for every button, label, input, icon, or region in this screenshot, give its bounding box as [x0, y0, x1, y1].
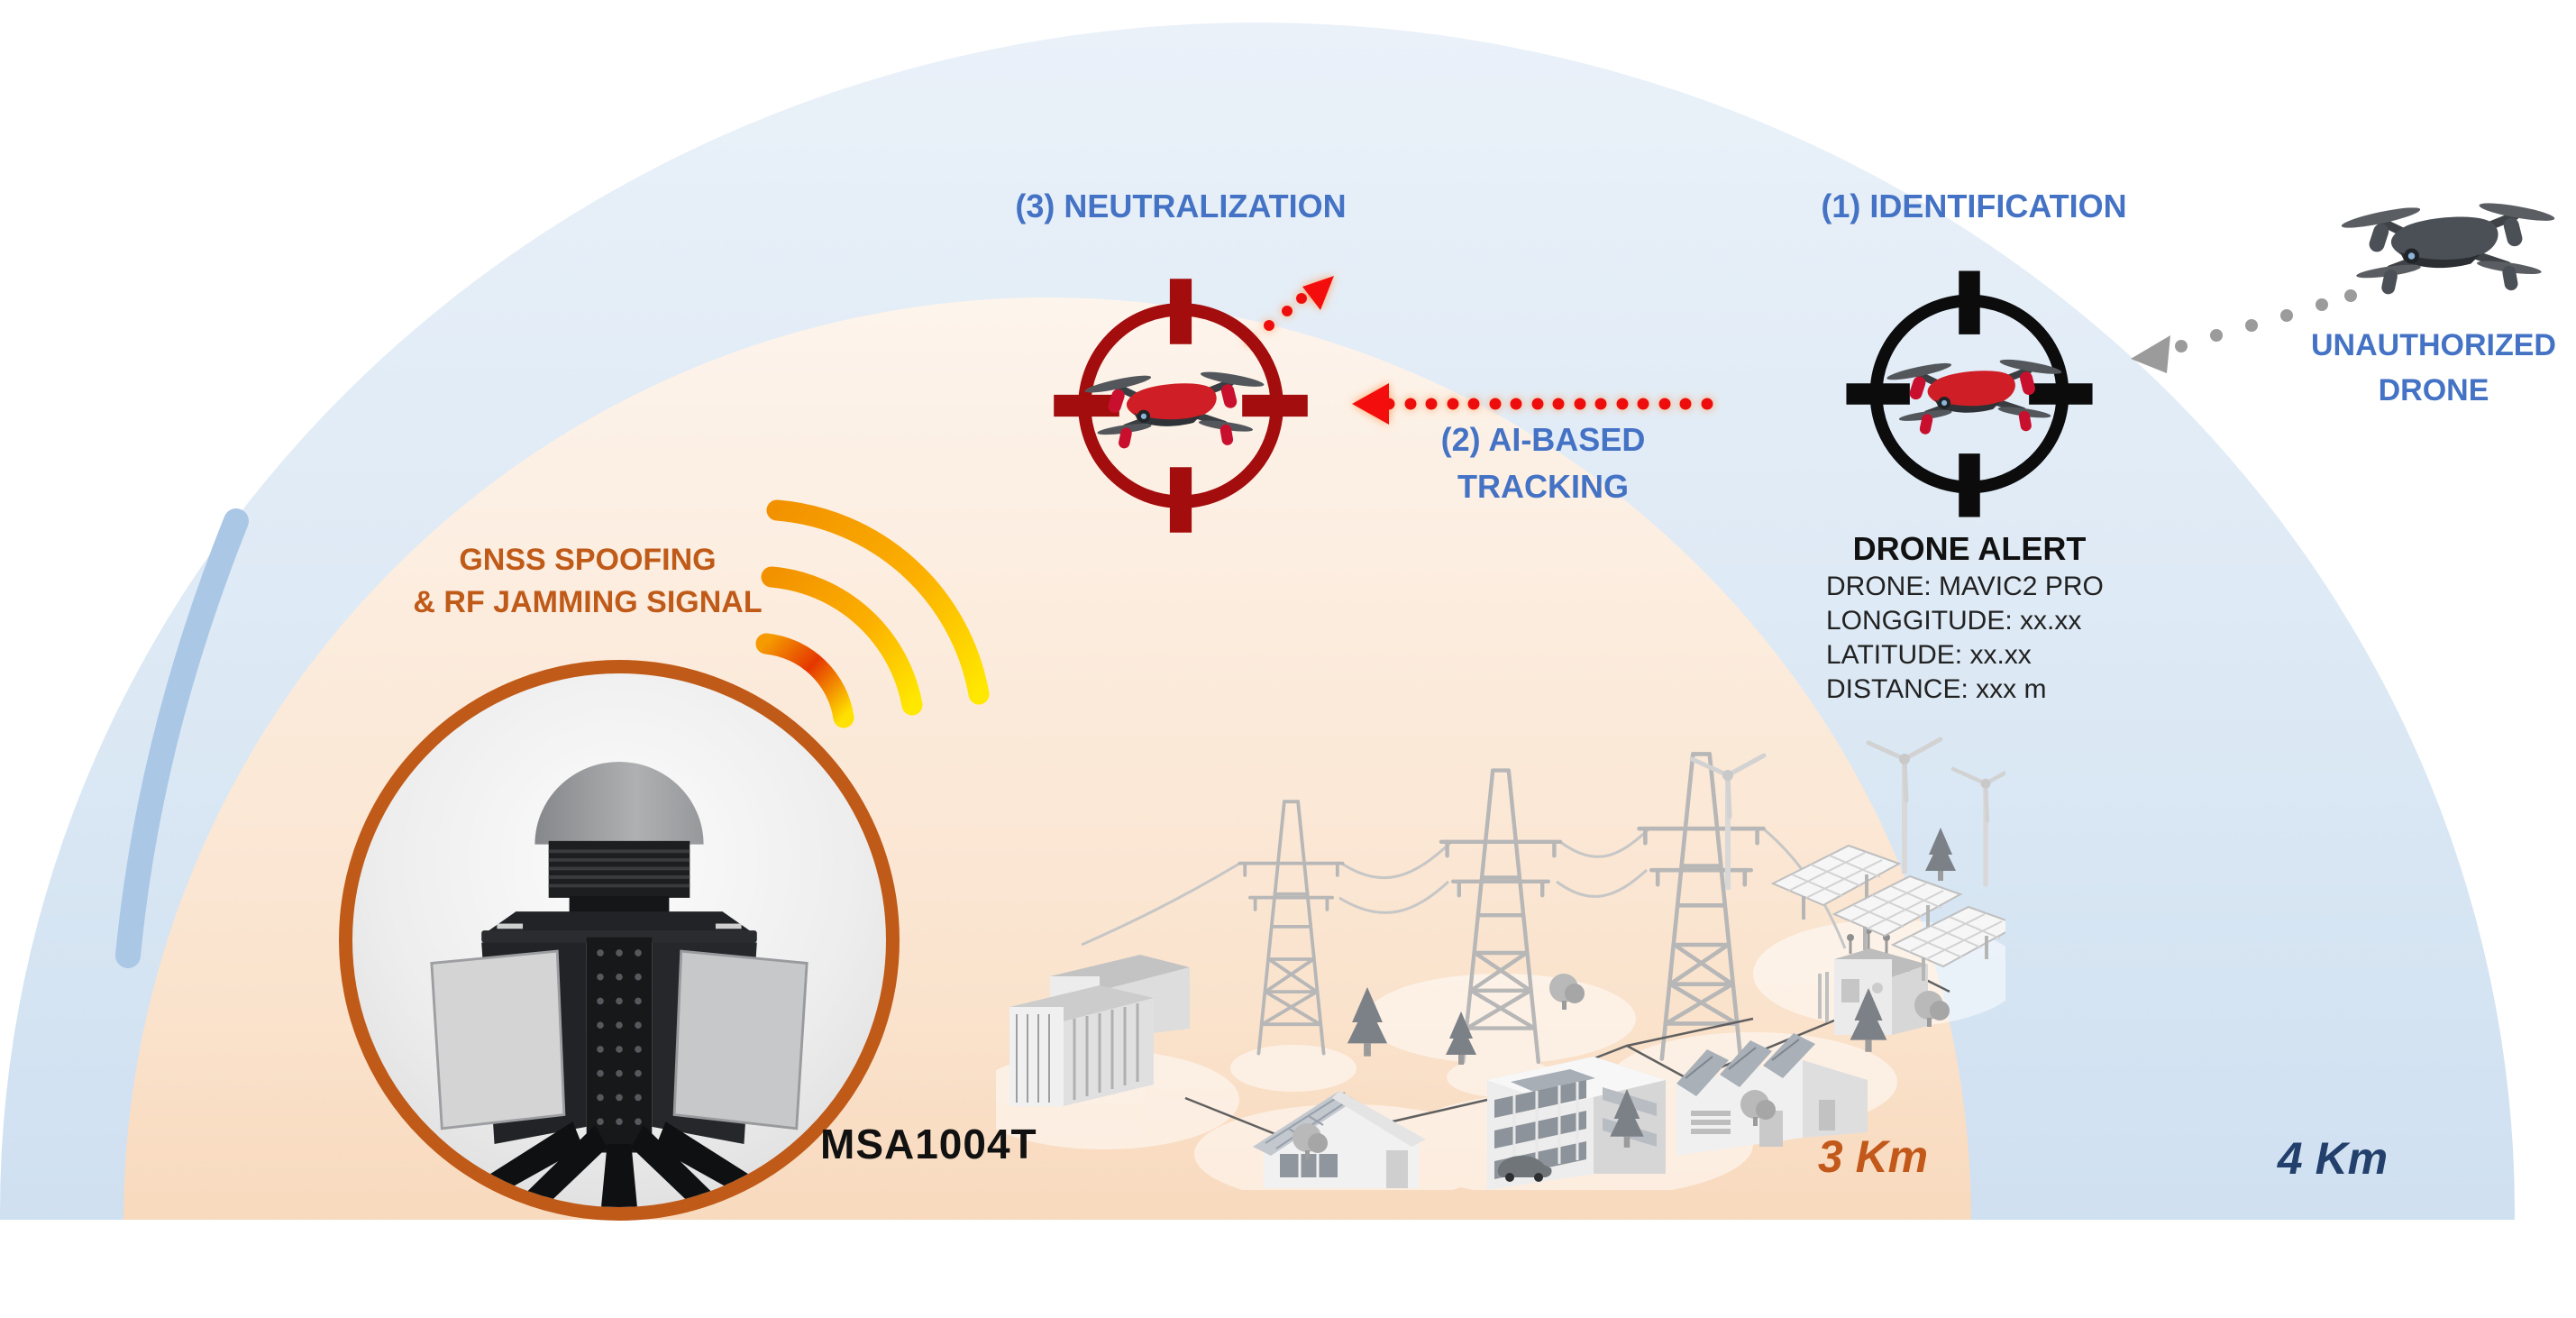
alert-line-distance: DISTANCE: xxx m	[1826, 674, 2047, 704]
alert-line-latitude: LATITUDE: xx.xx	[1826, 640, 2032, 670]
alert-line-drone: DRONE: MAVIC2 PRO	[1826, 572, 2104, 601]
drone-alert-details: DRONE: MAVIC2 PRO LONGGITUDE: xx.xx LATI…	[1826, 570, 2104, 707]
rf-signal-waves-icon	[755, 499, 990, 728]
device-model-label: MSA1004T	[820, 1121, 1037, 1167]
battery-storage-icon	[1009, 955, 1190, 1106]
tracking-arrow	[1352, 383, 1713, 425]
outer-range-label-4km: 4 Km	[2277, 1133, 2389, 1184]
radar-circle	[339, 660, 900, 1221]
arrowhead-icon	[2131, 335, 2170, 373]
arrowhead-icon	[1302, 276, 1334, 310]
unauthorized-drone-label: UNAUTHORIZED DRONE	[2311, 328, 2556, 407]
house-icon	[1253, 1091, 1426, 1188]
unauthorized-drone-icon	[2341, 199, 2556, 295]
jamming-signal-label-line2: & RF JAMMING SIGNAL	[413, 585, 763, 619]
jamming-signal-label: GNSS SPOOFING & RF JAMMING SIGNAL	[413, 539, 762, 624]
jamming-signal-label-line1: GNSS SPOOFING	[459, 543, 717, 577]
power-lines	[1081, 827, 1847, 949]
arrowhead-icon	[1352, 383, 1389, 425]
drone-alert-title: DRONE ALERT	[1852, 530, 2087, 567]
target-drone-icon	[1084, 369, 1265, 449]
step-2-tracking-label: (2) AI-BASED TRACKING	[1440, 421, 1646, 505]
range-highlight-arc	[115, 508, 249, 968]
approach-arrow	[2131, 289, 2357, 373]
radar-jammer-unit-icon	[430, 762, 808, 1207]
step-1-identification-label: (1) IDENTIFICATION	[1821, 188, 2127, 224]
alert-line-longitude: LONGGITUDE: xx.xx	[1826, 606, 2082, 636]
car-icon	[1497, 1156, 1552, 1182]
escape-arrow	[1245, 276, 1334, 345]
inner-range-label-3km: 3 Km	[1817, 1131, 1929, 1182]
factory-icon	[1676, 1033, 1868, 1156]
city-illustration	[996, 721, 2005, 1190]
step-3-neutralization-label: (3) NEUTRALIZATION	[1015, 188, 1347, 224]
